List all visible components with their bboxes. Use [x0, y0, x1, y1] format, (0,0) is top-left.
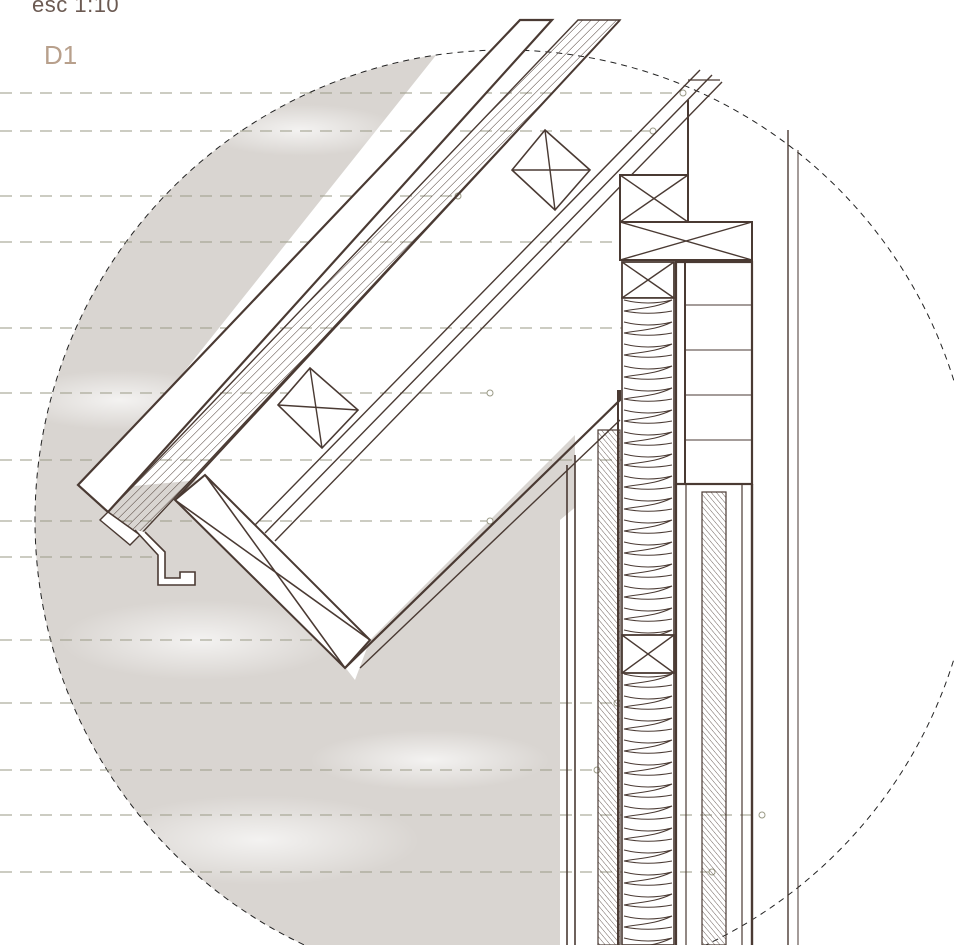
exterior-sheathing-hatch	[597, 429, 621, 945]
roof-batten-upper	[510, 128, 592, 212]
leader-marker	[679, 89, 687, 97]
eave-beam	[173, 473, 372, 670]
roof-assembly	[76, 18, 723, 670]
interior-lining-hatch	[701, 491, 727, 945]
wall-assembly	[566, 79, 799, 945]
window-frame	[674, 260, 754, 486]
detail-id-label: D1	[44, 40, 78, 70]
leader-marker	[486, 517, 494, 525]
gutter	[134, 529, 196, 586]
leader-marker	[758, 811, 766, 819]
leader-marker	[486, 389, 494, 397]
roof-batten-lower	[276, 366, 360, 450]
scale-label: esc 1:10	[32, 0, 120, 17]
leader-marker	[649, 127, 657, 135]
